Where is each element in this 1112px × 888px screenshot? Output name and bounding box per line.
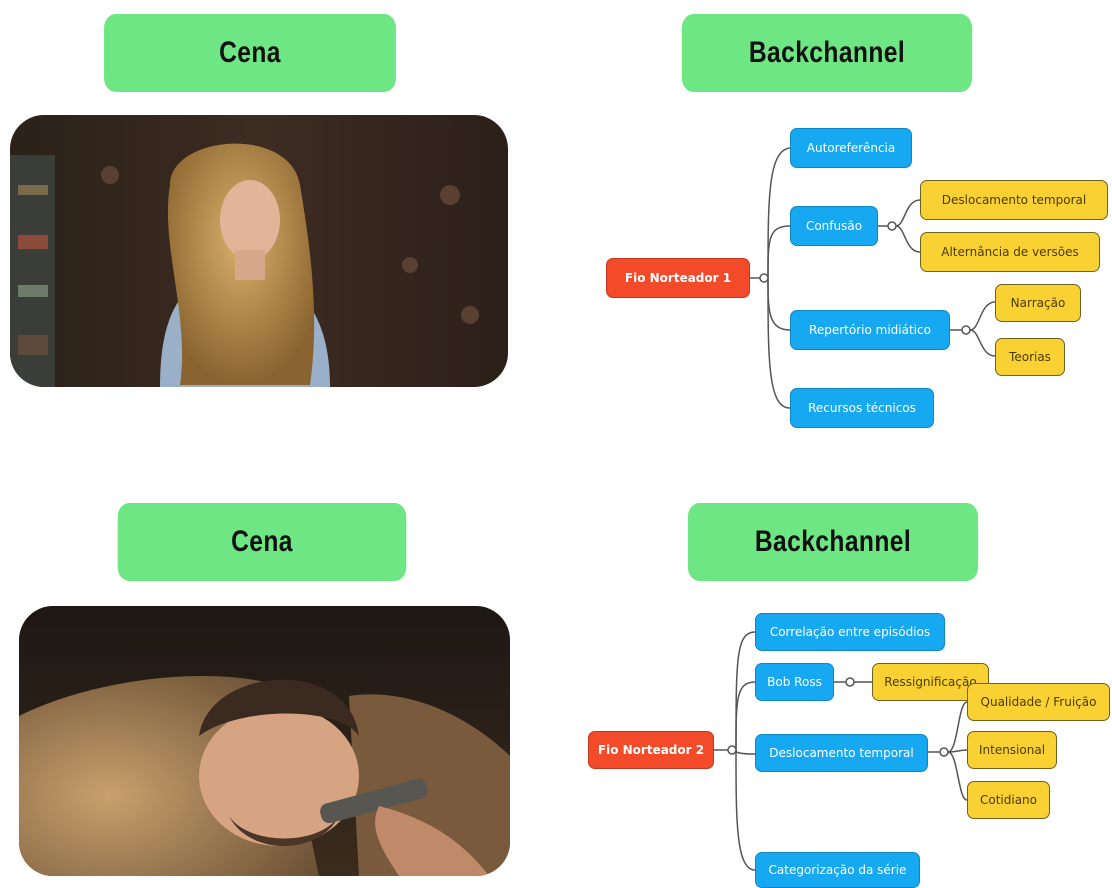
mindmap-root-node: Fio Norteador 2 — [588, 731, 714, 769]
mindmap-branch-node: Repertório midiático — [790, 310, 950, 350]
mindmap-leaf-node: Narração — [995, 284, 1081, 322]
mindmap-branch-node: Autoreferência — [790, 128, 912, 168]
mindmap-leaf-node: Intensional — [967, 731, 1057, 769]
mindmap-leaf-node: Ressignificação — [872, 663, 989, 701]
mindmap-leaf-node: Deslocamento temporal — [920, 180, 1108, 220]
mindmap-branch-node: Categorização da série — [755, 852, 920, 888]
mindmap-branch-node: Deslocamento temporal — [755, 734, 928, 772]
mindmap-leaf-node: Alternância de versões — [920, 232, 1100, 272]
mindmap-branch-node: Confusão — [790, 206, 878, 246]
mindmap-leaf-node: Teorias — [995, 338, 1065, 376]
mindmap-branch-node: Bob Ross — [755, 663, 834, 701]
backchannel-header-bottom: Backchannel — [687, 503, 979, 581]
mindmap-leaf-node: Cotidiano — [967, 781, 1050, 819]
scene-image-bottom — [19, 606, 510, 876]
mindmap-branch-node: Correlação entre episódios — [755, 613, 945, 651]
mindmap-root-node: Fio Norteador 1 — [606, 258, 750, 298]
mindmap-branch-node: Recursos técnicos — [790, 388, 934, 428]
scene-header-top: Cena — [104, 14, 396, 92]
scene-header-bottom: Cena — [117, 503, 407, 581]
scene-image-top — [10, 115, 508, 387]
backchannel-header-top: Backchannel — [681, 14, 973, 92]
mindmap-leaf-node: Qualidade / Fruição — [967, 683, 1110, 721]
